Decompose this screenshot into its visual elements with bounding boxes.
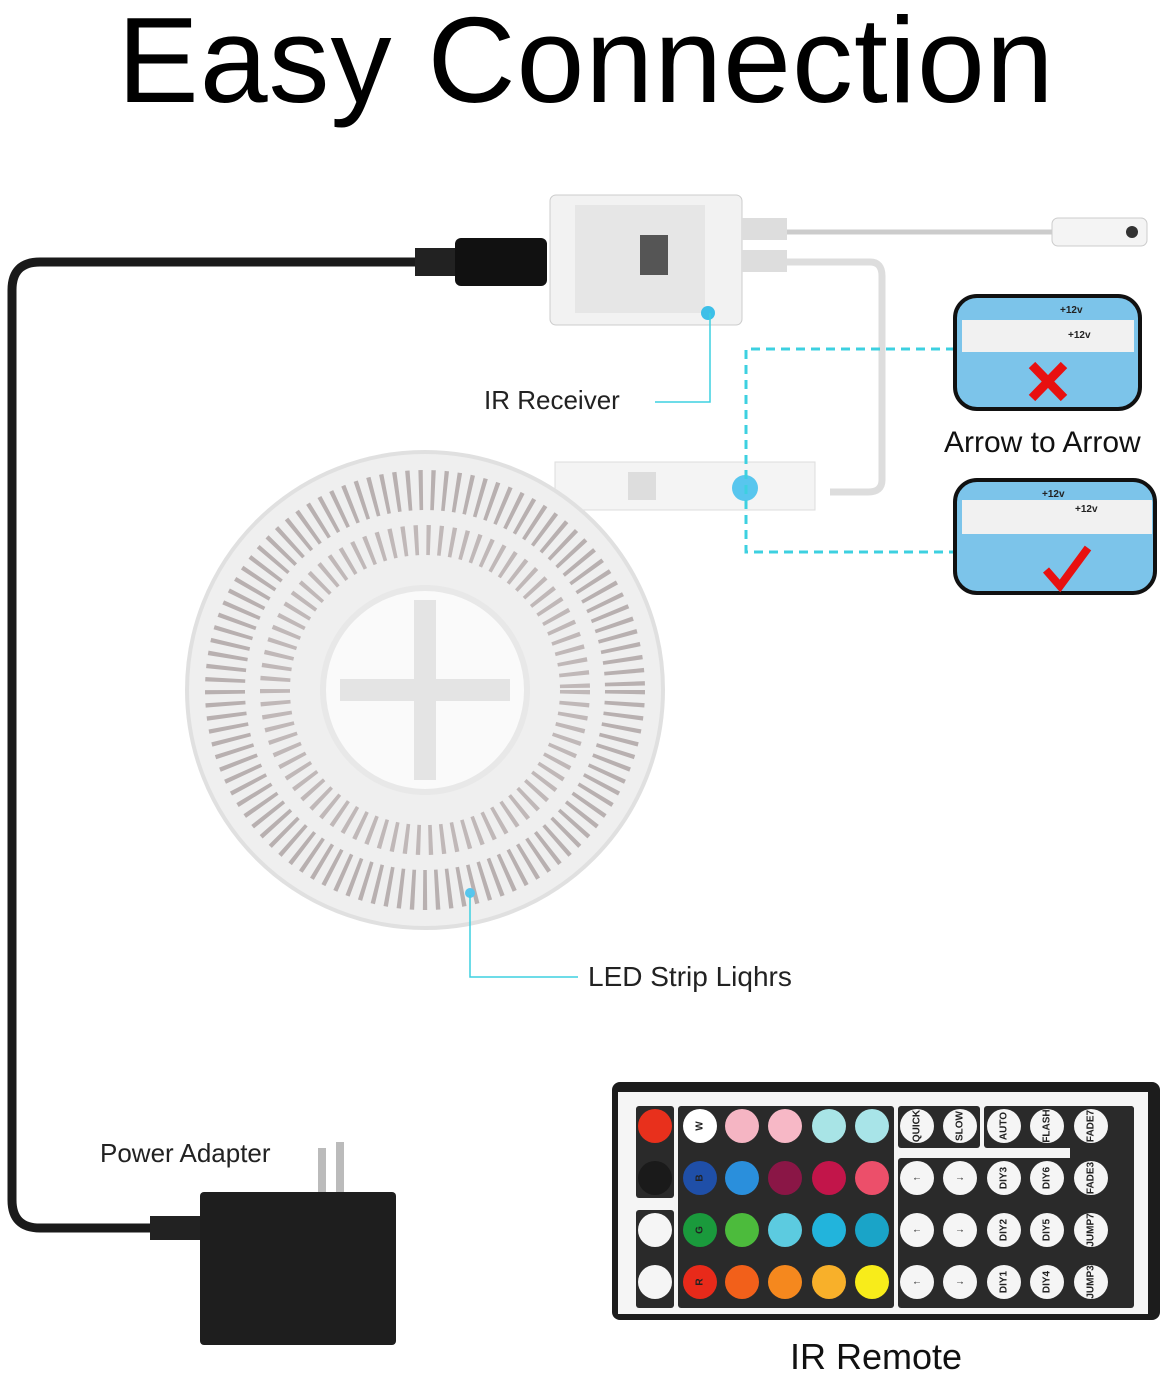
strip-voltage-label: +12v [1068, 330, 1091, 341]
color-w-button[interactable] [683, 1109, 717, 1143]
voltage-label: +12v [1042, 489, 1065, 500]
check-icon [1042, 545, 1092, 593]
button-label: ← [912, 1277, 922, 1288]
rgb-control-box [549, 194, 787, 326]
button-label: JUMP7 [1086, 1213, 1097, 1247]
jump3-button[interactable] [1074, 1265, 1108, 1299]
fade3-button[interactable] [1074, 1161, 1108, 1195]
brightness-down-button[interactable] [638, 1213, 672, 1247]
arrow-right-button[interactable] [943, 1161, 977, 1195]
ir-receiver-leader [655, 313, 711, 403]
color-button[interactable] [812, 1161, 846, 1195]
callout-right: +12v +12v [953, 478, 1157, 595]
color-button[interactable] [768, 1213, 802, 1247]
ir-remote-label: IR Remote [790, 1336, 963, 1377]
diy4-button[interactable] [1030, 1265, 1064, 1299]
button-label: R [695, 1278, 706, 1286]
arrow-left-button[interactable] [900, 1161, 934, 1195]
color-button[interactable] [768, 1109, 802, 1143]
play-pause-button[interactable] [638, 1161, 672, 1195]
button-label: W [695, 1121, 706, 1131]
color-button[interactable] [855, 1213, 889, 1247]
diy5-button[interactable] [1030, 1213, 1064, 1247]
wrong-x-icon [1028, 361, 1068, 402]
arrow-left-button[interactable] [900, 1265, 934, 1299]
slow-button[interactable] [943, 1109, 977, 1143]
diy6-button[interactable] [1030, 1161, 1064, 1195]
voltage-label: +12v [1060, 305, 1083, 316]
flash-button[interactable] [1030, 1109, 1064, 1143]
color-button[interactable] [725, 1265, 759, 1299]
button-label: FLASH [1042, 1109, 1053, 1142]
auto-button[interactable] [987, 1109, 1021, 1143]
button-label: DIY6 [1042, 1166, 1053, 1189]
power-cable [7, 257, 420, 1233]
color-button[interactable] [768, 1265, 802, 1299]
button-label: B [695, 1174, 706, 1181]
color-button[interactable] [812, 1213, 846, 1247]
ir-receiver-label: IR Receiver [484, 385, 620, 415]
color-button[interactable] [725, 1161, 759, 1195]
output-connector [1051, 217, 1148, 247]
button-label: DIY4 [1042, 1270, 1053, 1293]
led-strip-reel [185, 450, 665, 930]
button-label: QUICK [912, 1109, 923, 1142]
brightness-up-button[interactable] [638, 1265, 672, 1299]
button-label: DIY3 [999, 1166, 1010, 1189]
diy1-button[interactable] [987, 1265, 1021, 1299]
button-label: DIY1 [999, 1270, 1010, 1293]
button-label: ← [912, 1225, 922, 1236]
color-button[interactable] [812, 1109, 846, 1143]
button-label: → [955, 1225, 965, 1236]
color-button[interactable] [812, 1265, 846, 1299]
arrow-right-button[interactable] [943, 1265, 977, 1299]
color-b-button[interactable] [683, 1161, 717, 1195]
button-label: ← [912, 1173, 922, 1184]
arrow-right-button[interactable] [943, 1213, 977, 1247]
color-button[interactable] [725, 1213, 759, 1247]
button-label: G [695, 1226, 706, 1234]
color-g-button[interactable] [683, 1213, 717, 1247]
button-label: FADE3 [1086, 1161, 1097, 1194]
power-adapter-label: Power Adapter [100, 1138, 271, 1168]
power-button[interactable] [638, 1109, 672, 1143]
callout-wrong: +12v +12v [953, 294, 1142, 411]
button-label: DIY5 [1042, 1218, 1053, 1241]
button-label: JUMP3 [1086, 1265, 1097, 1299]
jump7-button[interactable] [1074, 1213, 1108, 1247]
button-label: FADE7 [1086, 1109, 1097, 1142]
color-button[interactable] [855, 1265, 889, 1299]
button-label: → [955, 1173, 965, 1184]
button-label: → [955, 1277, 965, 1288]
button-label: AUTO [999, 1112, 1010, 1140]
power-adapter [150, 1142, 396, 1345]
color-button[interactable] [855, 1161, 889, 1195]
ir-remote: W B G R QUICK SLOW AUTO FLASH FADE7 ← → DIY3 DIY6 FAD… [612, 1082, 1160, 1320]
button-label: SLOW [955, 1110, 966, 1141]
dc-connector [415, 238, 547, 286]
ir-receiver-dot [701, 306, 715, 320]
fade7-button[interactable] [1074, 1109, 1108, 1143]
page-title: Easy Connection [117, 0, 1055, 128]
quick-button[interactable] [900, 1109, 934, 1143]
arrow-left-button[interactable] [900, 1213, 934, 1247]
strip-connector [554, 461, 816, 511]
color-r-button[interactable] [683, 1265, 717, 1299]
arrow-to-arrow-label: Arrow to Arrow [944, 426, 1141, 459]
led-strip-label: LED Strip Liqhrs [588, 961, 792, 992]
callout-dashed-lines [744, 347, 955, 554]
button-label: DIY2 [999, 1218, 1010, 1241]
diy2-button[interactable] [987, 1213, 1021, 1247]
led-strip-leader [469, 895, 578, 978]
strip-voltage-label: +12v [1075, 504, 1098, 515]
diy3-button[interactable] [987, 1161, 1021, 1195]
color-button[interactable] [725, 1109, 759, 1143]
strip-cable [787, 258, 886, 496]
color-button[interactable] [855, 1109, 889, 1143]
color-button[interactable] [768, 1161, 802, 1195]
